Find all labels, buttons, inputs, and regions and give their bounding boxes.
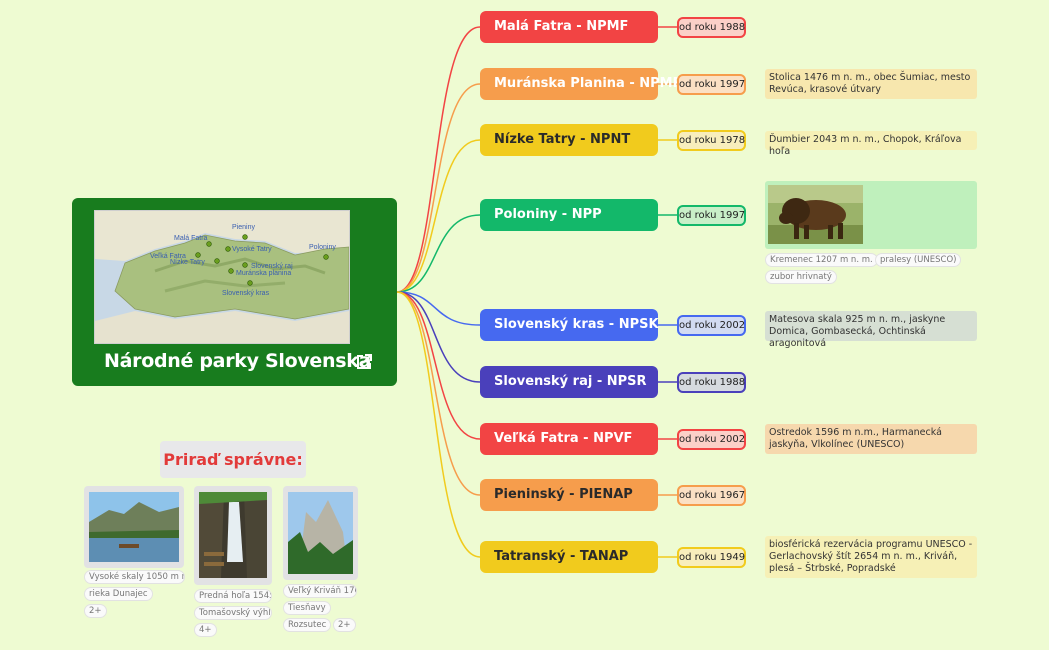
tag[interactable]: Kremenec 1207 m n. m. [765,253,878,267]
note-muranska[interactable]: Stolica 1476 m n. m., obec Šumiac, mesto… [765,69,977,99]
quiz-title[interactable]: Priraď správne: [160,441,306,478]
tag[interactable]: Rozsutec [283,618,332,632]
quiz-card[interactable] [283,486,358,580]
tag-count[interactable]: 2+ [333,618,356,632]
branch-tatransky[interactable]: Tatranský - TANAP [480,541,658,573]
year-node[interactable]: od roku 1997 [677,205,746,226]
branch-muranska-planina[interactable]: Muránska Planina - NPMP [480,68,682,100]
bison-image [768,185,863,244]
branch-velka-fatra[interactable]: Veľká Fatra - NPVF [480,423,658,455]
map-label: Veľká Fatra [150,253,186,260]
note-velka-fatra[interactable]: Ostredok 1596 m n.m., Harmanecká jaskyňa… [765,424,977,454]
branch-slovensky-raj[interactable]: Slovenský raj - NPSR [480,366,658,398]
map-label: Slovenský raj [251,263,293,270]
tag-count[interactable]: 4+ [194,623,217,637]
map-label: Muránska planina [236,270,291,277]
external-link-icon[interactable] [355,353,373,371]
map-label: Malá Fatra [174,235,208,242]
branch-slovensky-kras[interactable]: Slovenský kras - NPSK [480,309,659,341]
note-nizke-tatry[interactable]: Ďumbier 2043 m n. m., Chopok, Kráľova ho… [765,131,977,157]
branch-poloniny[interactable]: Poloniny - NPP [480,199,658,231]
note-slovensky-kras[interactable]: Matesova skala 925 m n. m., jaskyne Domi… [765,311,977,349]
map-label: Poloniny [309,244,336,251]
quiz-image-rozsutec [288,492,353,574]
poloniny-image-node[interactable] [765,181,977,249]
branch-mala-fatra[interactable]: Malá Fatra - NPMF [480,11,658,43]
year-node[interactable]: od roku 1978 [677,130,746,151]
note-tatransky[interactable]: biosférická rezervácia programu UNESCO -… [765,536,977,578]
tag[interactable]: Tomašovský výhľad [194,606,272,620]
tag[interactable]: Vysoké skaly 1050 m n. m. [84,570,185,584]
tag[interactable]: zubor hrivnatý [765,270,837,284]
year-node[interactable]: od roku 1988 [677,372,746,393]
year-node[interactable]: od roku 1997 [677,74,746,95]
year-node[interactable]: od roku 1967 [677,485,746,506]
branch-pieninsky[interactable]: Pieninský - PIENAP [480,479,658,511]
year-node[interactable]: od roku 1988 [677,17,746,38]
tag[interactable]: pralesy (UNESCO) [875,253,962,267]
slovakia-map-image: Pieniny Malá Fatra Vysoké Tatry Veľká Fa… [94,210,350,344]
tag[interactable]: rieka Dunajec [84,587,153,601]
map-label: Slovenský kras [222,290,270,297]
map-label: Nízke Tatry [170,259,205,266]
root-title: Národné parky Slovenska [104,350,372,372]
map-label: Pieniny [232,224,255,231]
year-node[interactable]: od roku 2002 [677,315,746,336]
tag[interactable]: Predná hoľa 1545 m n. m. [194,589,272,603]
year-node[interactable]: od roku 2002 [677,429,746,450]
quiz-card[interactable] [84,486,184,568]
map-label: Vysoké Tatry [232,246,272,253]
tag[interactable]: Tiesňavy [283,601,331,615]
branch-nizke-tatry[interactable]: Nízke Tatry - NPNT [480,124,658,156]
root-topic[interactable]: Pieniny Malá Fatra Vysoké Tatry Veľká Fa… [72,198,397,386]
quiz-image-waterfall [199,492,267,578]
quiz-image-dunajec [89,492,179,562]
tag-count[interactable]: 2+ [84,604,107,618]
tag[interactable]: Veľký Kriváň 1709 m n. m. [283,584,357,598]
quiz-card[interactable] [194,486,272,585]
year-node[interactable]: od roku 1949 [677,547,746,568]
